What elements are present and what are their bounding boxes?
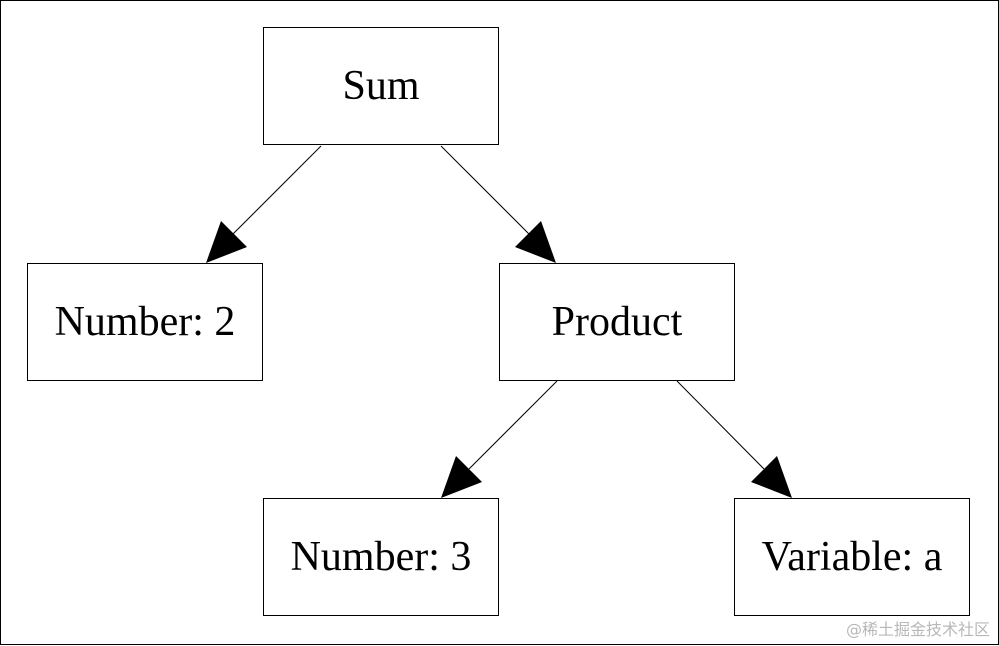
node-variable-a-label: Variable: a	[761, 534, 943, 580]
node-number-2-label: Number: 2	[54, 299, 236, 345]
edge-product-to-number3	[441, 380, 558, 498]
node-variable-a: Variable: a	[734, 498, 970, 616]
node-product-label: Product	[551, 299, 683, 345]
watermark: @稀土掘金技术社区	[845, 620, 990, 639]
edge-product-to-variable	[676, 380, 792, 498]
node-number-3: Number: 3	[263, 498, 499, 616]
node-sum: Sum	[263, 27, 499, 145]
node-number-2: Number: 2	[27, 263, 263, 381]
node-number-3-label: Number: 3	[290, 534, 472, 580]
edge-sum-to-product	[440, 145, 556, 263]
edge-sum-to-number2	[206, 145, 322, 263]
node-product: Product	[499, 263, 735, 381]
node-sum-label: Sum	[342, 63, 420, 109]
